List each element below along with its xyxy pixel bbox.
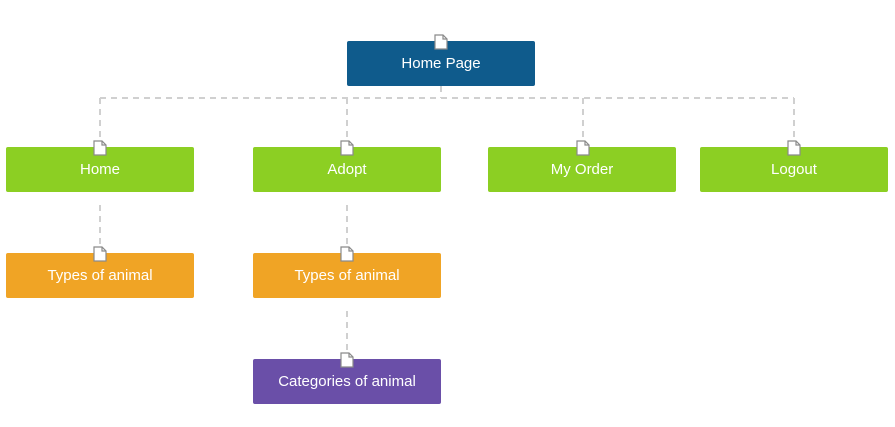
node-adopt[interactable]: Adopt <box>253 147 441 192</box>
node-logout-label: Logout <box>771 161 817 178</box>
page-icon <box>576 140 590 156</box>
page-icon <box>787 140 801 156</box>
page-icon <box>93 246 107 262</box>
node-categories-label: Categories of animal <box>278 373 416 390</box>
page-icon <box>340 246 354 262</box>
node-home-page-label: Home Page <box>401 55 481 72</box>
node-my-order-label: My Order <box>550 161 614 178</box>
page-icon <box>340 140 354 156</box>
node-home[interactable]: Home <box>6 147 194 192</box>
node-adopt-label: Adopt <box>327 161 367 178</box>
page-icon <box>93 140 107 156</box>
page-icon <box>434 34 448 50</box>
node-adopt-types-label: Types of animal <box>294 267 400 284</box>
node-home-label: Home <box>79 161 120 178</box>
node-home-types-label: Types of animal <box>47 267 153 284</box>
page-icon <box>340 352 354 368</box>
